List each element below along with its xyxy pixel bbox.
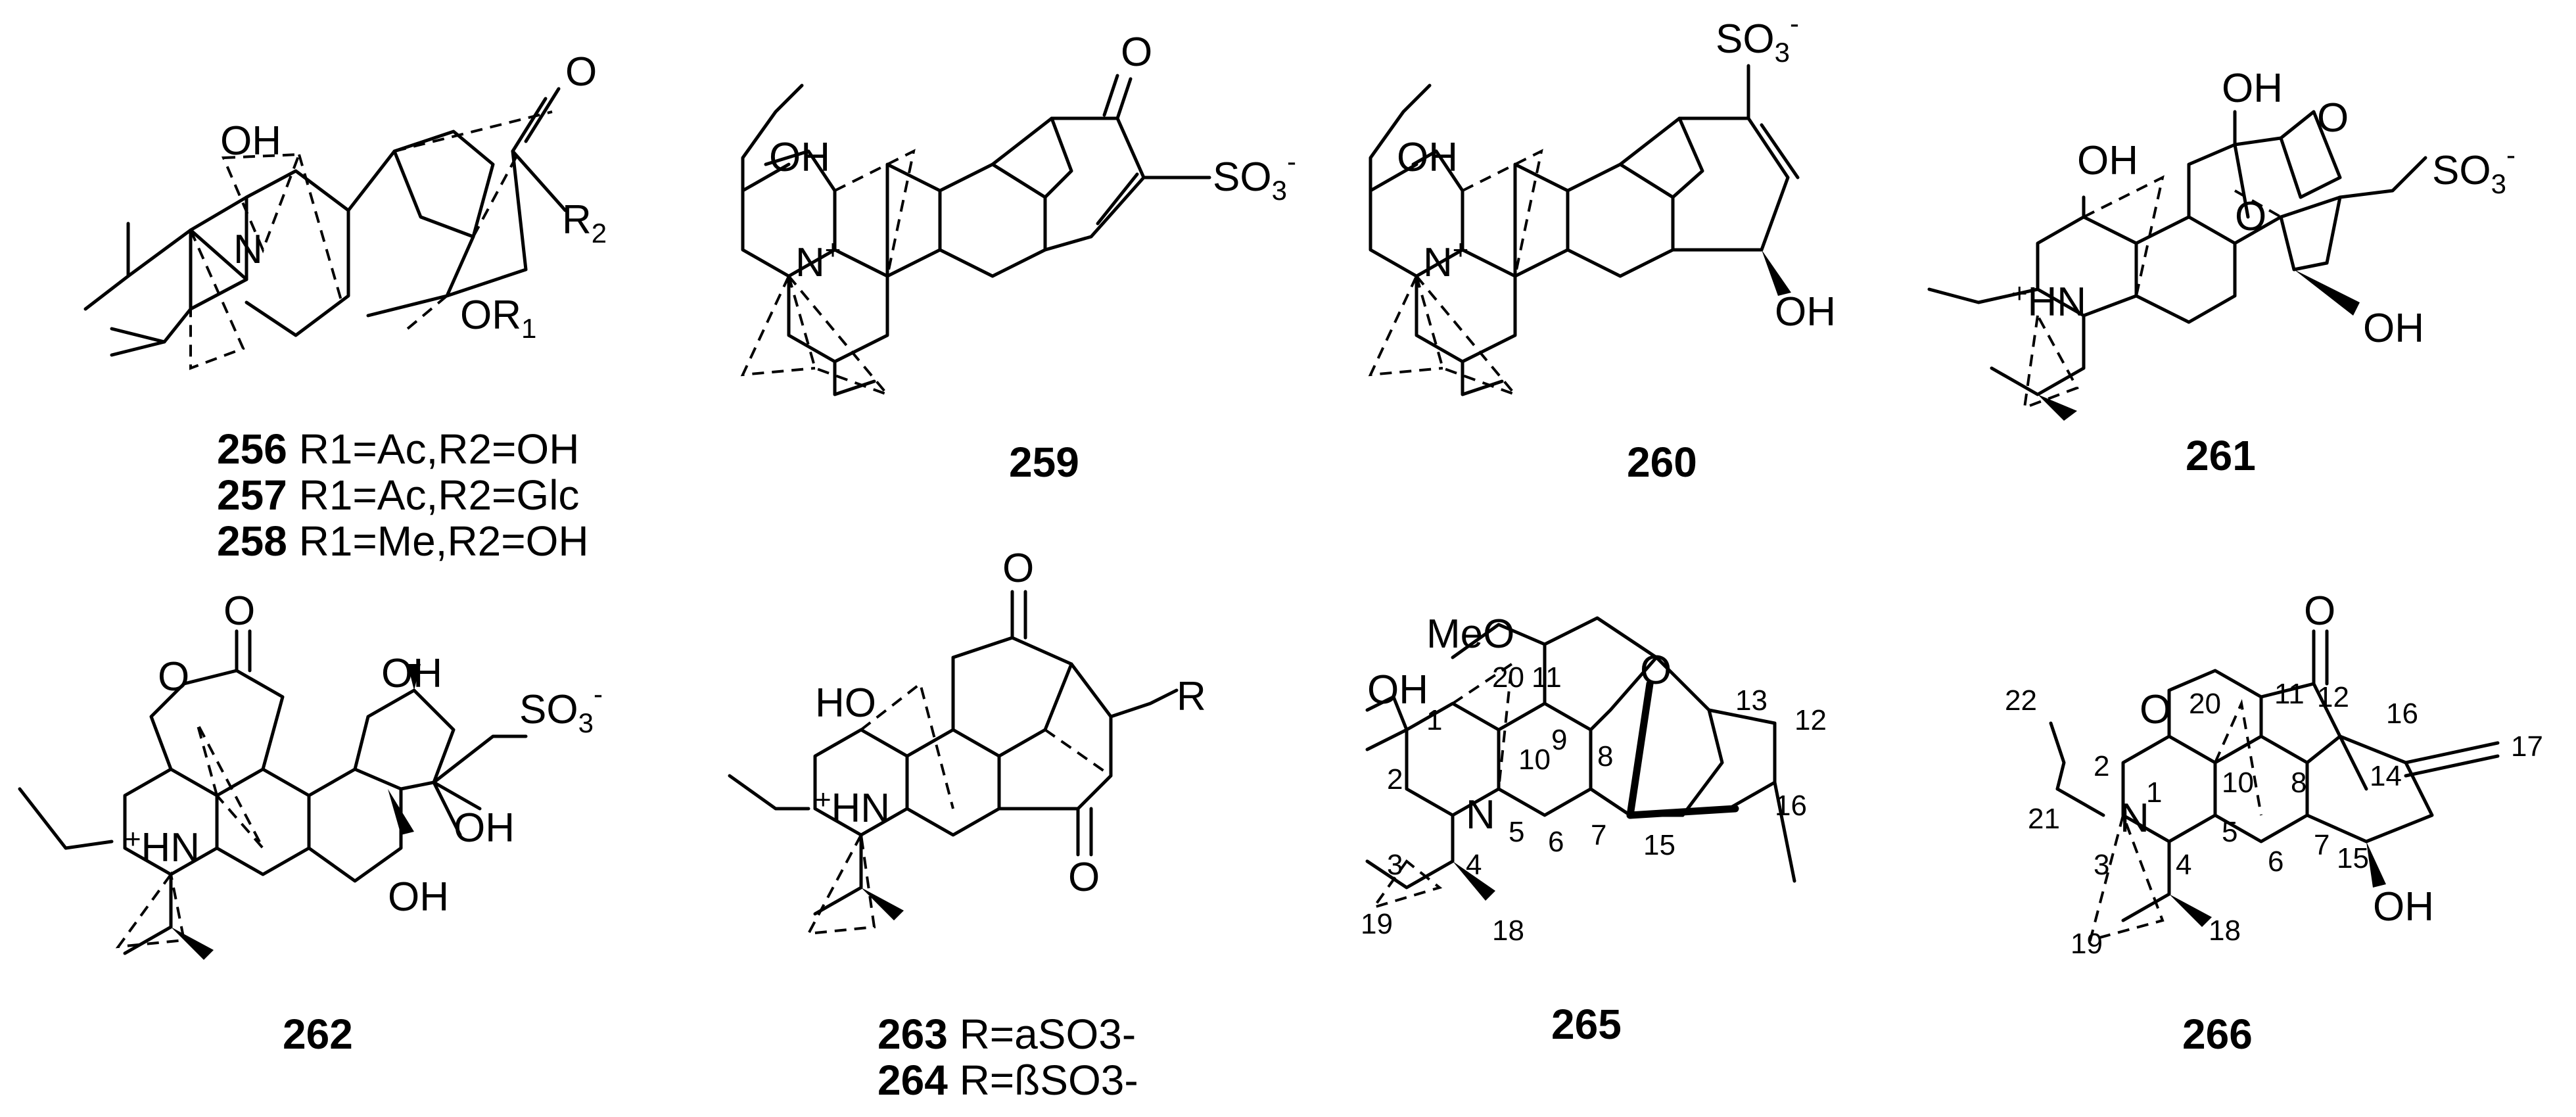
locant-265-6: 6 bbox=[1548, 826, 1564, 858]
or1-label-256: OR1 bbox=[460, 293, 536, 344]
structure-266: O O N OH 1 2 3 4 5 6 7 8 10 11 12 14 15 … bbox=[2005, 588, 2543, 1058]
locant-266-12: 12 bbox=[2317, 681, 2349, 713]
locant-266-4: 4 bbox=[2176, 849, 2191, 881]
locant-265-11: 11 bbox=[1532, 661, 1562, 694]
locant-265-13: 13 bbox=[1735, 684, 1768, 717]
locant-266-20: 20 bbox=[2189, 688, 2221, 720]
locant-266-15: 15 bbox=[2337, 842, 2369, 874]
label-257: 257 R1=Ac,R2=Glc bbox=[217, 471, 579, 519]
label-256: 256 R1=Ac,R2=OH bbox=[217, 425, 579, 473]
locant-265-4: 4 bbox=[1466, 849, 1482, 881]
locant-266-2: 2 bbox=[2094, 750, 2109, 782]
locant-265-20: 20 bbox=[1492, 661, 1524, 694]
locant-266-5: 5 bbox=[2222, 816, 2237, 848]
locant-266-14: 14 bbox=[2370, 760, 2402, 792]
label-265: 265 bbox=[1551, 1001, 1622, 1048]
locant-266-1: 1 bbox=[2146, 776, 2162, 809]
locant-266-11: 11 bbox=[2274, 678, 2305, 710]
n-plus-label-259: N+ bbox=[795, 234, 841, 285]
hn-plus-label-261: +HN bbox=[2011, 277, 2086, 325]
oh-label-261-bottom: OH bbox=[2363, 306, 2424, 351]
meo-label-265: MeO bbox=[1426, 611, 1514, 657]
o-label-262-ring: O bbox=[158, 654, 189, 700]
locant-265-8: 8 bbox=[1597, 740, 1613, 772]
structure-265: OH N MeO O 1 2 3 4 5 6 7 8 9 10 11 12 13… bbox=[1361, 611, 1827, 1048]
oh-label-262-mid: OH bbox=[454, 805, 515, 851]
oh-label-256: OH bbox=[220, 118, 281, 164]
n-label-265: N bbox=[1466, 792, 1495, 838]
locant-265-1: 1 bbox=[1426, 704, 1442, 736]
locant-265-7: 7 bbox=[1591, 819, 1606, 851]
locant-266-21: 21 bbox=[2028, 803, 2060, 835]
locant-265-16: 16 bbox=[1775, 790, 1807, 822]
oh-label-261-left: OH bbox=[2077, 138, 2138, 183]
oh-label-260-bottom: OH bbox=[1775, 289, 1836, 335]
n-plus-label-260: N+ bbox=[1423, 234, 1468, 285]
oh-label-265: OH bbox=[1367, 667, 1428, 713]
locant-266-18: 18 bbox=[2209, 915, 2241, 947]
locant-265-15: 15 bbox=[1643, 829, 1675, 861]
oh-label-262-bottom: OH bbox=[388, 874, 449, 920]
locant-266-7: 7 bbox=[2314, 829, 2330, 861]
locant-266-6: 6 bbox=[2268, 845, 2283, 878]
locant-265-10: 10 bbox=[1518, 744, 1551, 776]
label-266: 266 bbox=[2182, 1010, 2253, 1058]
so3-label-260: SO3- bbox=[1716, 8, 1799, 68]
locant-266-17: 17 bbox=[2511, 730, 2543, 763]
o-label-266-ring: O bbox=[2140, 687, 2171, 732]
label-263: 263 R=aSO3- bbox=[878, 1010, 1136, 1058]
locant-265-12: 12 bbox=[1794, 704, 1827, 736]
o-label-263-bottom: O bbox=[1068, 855, 1100, 900]
so3-label-261: SO3- bbox=[2432, 139, 2516, 199]
locant-266-10: 10 bbox=[2222, 767, 2254, 799]
structure-261: OH +HN OH O O SO3- OH 261 bbox=[1927, 66, 2516, 479]
locant-266-19: 19 bbox=[2071, 928, 2103, 960]
o-label-266-carbonyl: O bbox=[2304, 588, 2335, 634]
r2-label-256: R2 bbox=[562, 197, 607, 249]
ho-label-263: HO bbox=[815, 680, 876, 726]
o-label-256: O bbox=[565, 49, 597, 95]
o-label-261-b: O bbox=[2235, 194, 2266, 239]
o-label-259: O bbox=[1121, 30, 1152, 75]
oh-label-259: OH bbox=[769, 135, 830, 180]
locant-265-18: 18 bbox=[1492, 915, 1524, 947]
locant-266-3: 3 bbox=[2094, 849, 2109, 881]
hn-plus-label-263: +HN bbox=[815, 784, 890, 831]
label-261: 261 bbox=[2186, 432, 2256, 479]
label-260: 260 bbox=[1627, 439, 1697, 486]
o-label-263-top: O bbox=[1002, 546, 1034, 591]
oh-label-262-top: OH bbox=[381, 651, 442, 696]
oh-label-260-top: OH bbox=[1397, 135, 1458, 180]
structure-263-264: HO +HN O O R 263 R=aSO3- 264 R=ßSO3- bbox=[728, 546, 1206, 1104]
structure-262: O O +HN OH SO3- OH OH 262 bbox=[18, 588, 603, 1058]
o-label-262-carbonyl: O bbox=[223, 588, 255, 634]
locant-266-8: 8 bbox=[2291, 767, 2307, 799]
locant-265-2: 2 bbox=[1387, 763, 1403, 796]
so3-label-259: SO3- bbox=[1213, 146, 1296, 206]
so3-label-262: SO3- bbox=[519, 678, 603, 738]
label-258: 258 R1=Me,R2=OH bbox=[217, 517, 589, 565]
structure-256-258: OH N O R2 OR1 256 R1=Ac,R2=OH 257 R1=Ac,… bbox=[83, 49, 607, 565]
structure-260: OH N+ SO3- OH 260 bbox=[1368, 8, 1836, 486]
r-label-263: R bbox=[1177, 674, 1206, 719]
n-label-266: N bbox=[2120, 796, 2149, 841]
locant-265-9: 9 bbox=[1551, 724, 1567, 756]
structure-259: OH N+ O SO3- 259 bbox=[740, 30, 1296, 486]
locant-266-22: 22 bbox=[2005, 684, 2037, 717]
oh-label-261-top: OH bbox=[2222, 66, 2283, 111]
label-264: 264 R=ßSO3- bbox=[878, 1057, 1138, 1104]
oh-label-266: OH bbox=[2373, 884, 2434, 930]
locant-265-5: 5 bbox=[1509, 816, 1524, 848]
locant-266-16: 16 bbox=[2386, 698, 2418, 730]
hn-plus-label-262: +HN bbox=[125, 823, 200, 870]
n-label-256: N bbox=[233, 227, 263, 272]
label-259: 259 bbox=[1009, 439, 1079, 486]
locant-265-3: 3 bbox=[1387, 849, 1403, 881]
o-label-261-a: O bbox=[2317, 95, 2349, 141]
locant-265-19: 19 bbox=[1361, 908, 1393, 940]
label-262: 262 bbox=[283, 1010, 353, 1058]
o-label-265: O bbox=[1640, 648, 1672, 693]
